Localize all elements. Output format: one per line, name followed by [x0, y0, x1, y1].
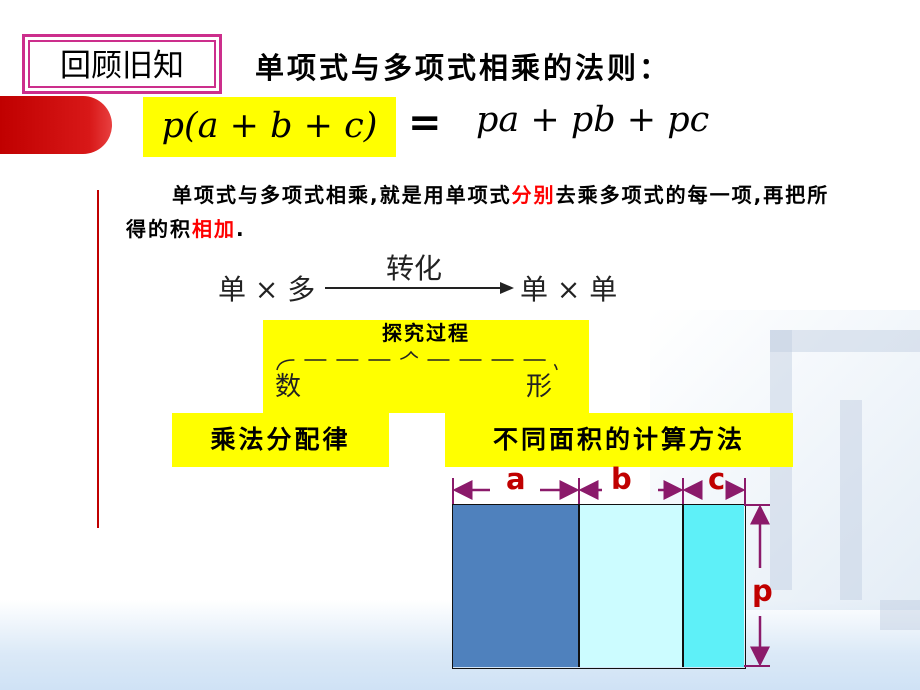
area-methods-button[interactable]: 不同面积的计算方法: [445, 413, 793, 467]
rectangle-part-a: [453, 505, 579, 667]
conversion-left: 单 × 多: [218, 273, 316, 306]
rectangle-divider: [578, 504, 580, 667]
conversion-label: 转化: [386, 252, 443, 285]
dimension-label-p: p: [752, 574, 773, 608]
rule-highlight: 分别: [511, 183, 556, 207]
conversion-right: 单 × 单: [520, 273, 618, 306]
rule-text: .: [236, 217, 246, 241]
red-accent-band: [0, 96, 112, 154]
rule-text: 去乘多项式的每一项,再把所得的积: [126, 183, 830, 241]
rectangle-outline: [452, 504, 746, 669]
dimension-label-b: b: [611, 462, 632, 496]
dimension-label-a: a: [506, 462, 526, 496]
watermark-shape: [840, 400, 862, 600]
height-dimension-arrow: [744, 504, 770, 667]
explore-right: 形: [526, 372, 553, 402]
rule-title: 单项式与多项式相乘的法则：: [255, 51, 672, 85]
formula-left: p(a + b + c): [143, 97, 396, 157]
red-vertical-line: [97, 190, 99, 528]
arrow-right-icon: [500, 282, 514, 294]
watermark-shape: [770, 330, 920, 352]
distributive-law-button[interactable]: 乘法分配律: [172, 413, 389, 467]
rule-highlight: 相加: [192, 217, 236, 241]
explore-left: 数: [275, 372, 302, 402]
review-title-box: 回顾旧知: [22, 34, 222, 94]
explore-box: 探究过程 数 形: [263, 320, 589, 413]
conversion-arrow: [325, 287, 505, 289]
review-title: 回顾旧知: [28, 40, 216, 88]
formula-right: pa + pb + pc: [476, 100, 710, 140]
rectangle-divider: [682, 504, 684, 667]
rule-paragraph: 单项式与多项式相乘,就是用单项式分别去乘多项式的每一项,再把所得的积相加.: [126, 178, 836, 246]
width-dimension-arrows: [452, 478, 746, 504]
dimension-label-c: c: [708, 462, 726, 496]
formula-equals: =: [408, 100, 442, 146]
rectangle-part-c: [683, 505, 744, 667]
rectangle-part-b: [579, 505, 683, 667]
brace-icon: [276, 350, 558, 371]
watermark-shape: [880, 600, 920, 630]
rule-text: 单项式与多项式相乘,就是用单项式: [172, 183, 512, 207]
explore-title: 探究过程: [382, 321, 470, 345]
